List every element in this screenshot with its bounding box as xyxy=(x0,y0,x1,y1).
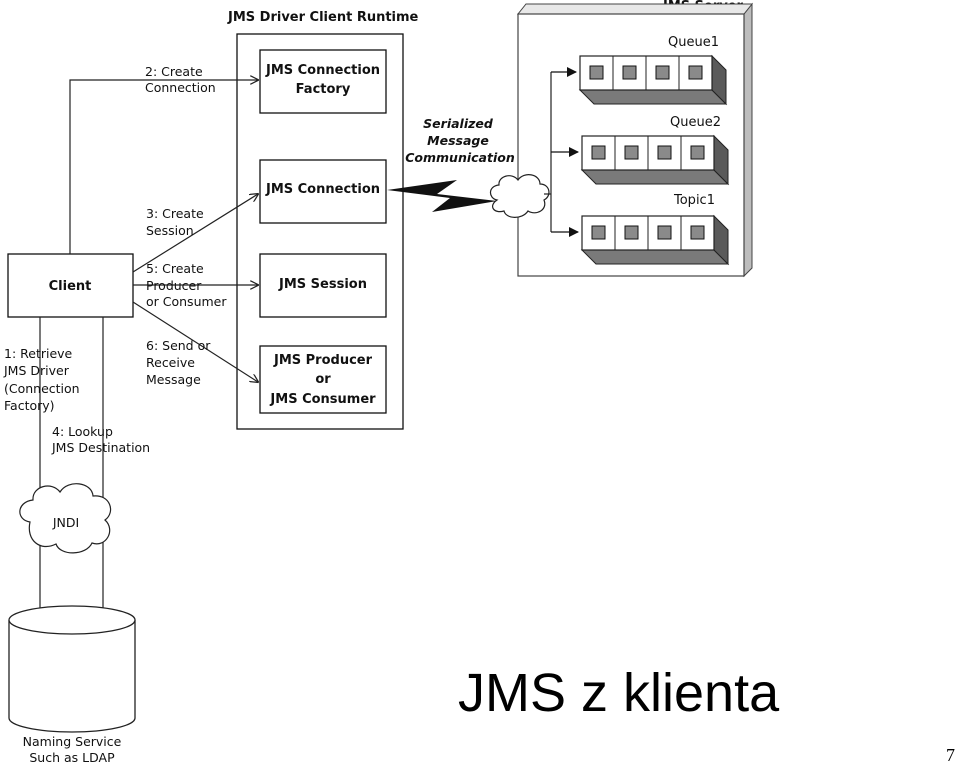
jndi-cloud xyxy=(19,483,112,554)
runtime-title: JMS Driver Client Runtime xyxy=(227,10,419,25)
queue2-label: Queue2 xyxy=(670,115,721,130)
producer-consumer-label-2: or xyxy=(315,372,331,387)
step2-label-2: Connection xyxy=(145,80,216,95)
naming-service-cylinder xyxy=(8,605,136,733)
step4-label-1: 4: Lookup xyxy=(52,424,113,439)
serialized-label-1: Serialized xyxy=(423,116,494,131)
producer-consumer-box xyxy=(259,345,387,414)
arrow-create-connection xyxy=(69,80,258,254)
step1-label-4: Factory) xyxy=(4,398,55,413)
connection-factory-box xyxy=(259,49,387,114)
step1-label-3: (Connection xyxy=(4,381,80,396)
connection-box xyxy=(259,159,387,224)
naming-service-label-2: Such as LDAP xyxy=(29,750,115,765)
slide-title: JMS z klienta xyxy=(458,663,780,723)
server-3d-top xyxy=(516,3,754,15)
step5-label-3: or Consumer xyxy=(146,294,227,309)
serialized-label-3: Communication xyxy=(405,150,515,165)
queue1-label: Queue1 xyxy=(668,35,719,50)
topic1-group xyxy=(580,214,730,266)
step4-label-2: JMS Destination xyxy=(51,440,150,455)
step5-label-2: Producer xyxy=(146,278,202,293)
arrow-send-receive xyxy=(132,301,258,382)
step3-label-2: Session xyxy=(146,223,194,238)
session-box xyxy=(259,253,387,318)
topic1-label: Topic1 xyxy=(673,193,715,208)
producer-consumer-label-1: JMS Producer xyxy=(273,353,373,368)
connection-factory-label-1: JMS Connection xyxy=(265,63,380,78)
naming-service-label-1: Naming Service xyxy=(23,734,122,749)
session-label: JMS Session xyxy=(278,277,367,292)
serialized-label-2: Message xyxy=(427,133,489,148)
queue1-group xyxy=(578,54,728,106)
network-cloud xyxy=(489,174,550,218)
step3-label-1: 3: Create xyxy=(146,206,204,221)
step6-label-3: Message xyxy=(146,372,201,387)
step1-label-1: 1: Retrieve xyxy=(4,346,73,361)
step6-label-2: Receive xyxy=(146,355,195,370)
slide-number: 7 xyxy=(946,745,955,765)
producer-consumer-label-3: JMS Consumer xyxy=(269,392,376,407)
step1-label-2: JMS Driver xyxy=(3,363,70,378)
jndi-label: JNDI xyxy=(52,515,79,530)
arrow-create-session xyxy=(132,194,258,273)
step2-label-1: 2: Create xyxy=(145,64,203,79)
step6-label-1: 6: Send or xyxy=(146,338,211,353)
connection-label: JMS Connection xyxy=(265,182,380,197)
server-3d-edge xyxy=(743,2,753,278)
connection-factory-label-2: Factory xyxy=(296,82,351,97)
lightning-bolt-icon xyxy=(387,180,497,212)
step5-label-1: 5: Create xyxy=(146,261,204,276)
client-label: Client xyxy=(49,279,92,294)
queue2-group xyxy=(580,134,730,186)
